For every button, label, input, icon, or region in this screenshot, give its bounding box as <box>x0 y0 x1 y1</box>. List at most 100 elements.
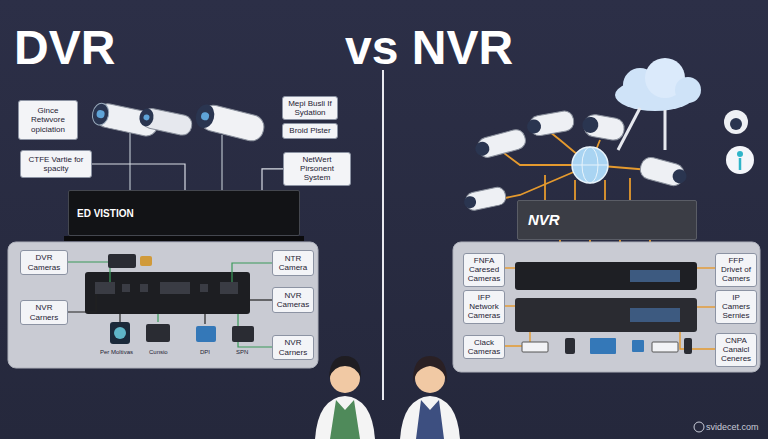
rect-shape <box>652 342 678 352</box>
rect-shape <box>140 256 152 266</box>
callout-box: Mepi Busli If Sydation <box>282 96 338 120</box>
line-shape <box>221 135 223 190</box>
circle-shape <box>730 118 742 130</box>
part-label: SPN <box>236 349 248 355</box>
node-text: NVR Carners <box>276 338 310 356</box>
rect-shape <box>160 282 190 294</box>
g-shape <box>630 270 680 322</box>
circle-shape <box>474 140 491 157</box>
watermark: svidecet.com <box>706 423 759 432</box>
path-shape <box>416 400 444 439</box>
node-text: ED VISTION <box>77 208 134 219</box>
leader-line <box>262 169 283 190</box>
ellipse-shape <box>138 107 155 128</box>
polyline-shape <box>697 267 715 268</box>
nvr-device: NVR <box>517 200 697 240</box>
rect-shape <box>630 308 680 322</box>
rect-shape <box>632 340 644 352</box>
path-shape <box>330 400 360 439</box>
line-shape <box>204 314 205 324</box>
circle-shape <box>675 77 701 103</box>
rect-shape <box>232 326 254 342</box>
rect-shape <box>220 282 238 294</box>
circle-shape <box>143 114 150 121</box>
node-text: NetWert Pirsonent System <box>287 155 347 183</box>
ellipse-shape <box>90 102 110 127</box>
camera-label: NVR Carners <box>20 300 68 325</box>
polyline-shape <box>505 267 515 268</box>
path-shape <box>329 356 361 378</box>
rect-shape <box>565 338 575 354</box>
circle-shape <box>726 146 754 174</box>
circle-shape <box>200 111 210 121</box>
camera-label: FNFA Caresed Cameras <box>463 253 505 287</box>
dvr-device: ED VISTION <box>68 190 300 236</box>
circle-shape <box>572 147 608 183</box>
person-figures <box>315 356 460 439</box>
line-shape <box>574 180 576 200</box>
rect-shape <box>684 338 692 354</box>
node-text: IP Camers Sernies <box>719 293 753 321</box>
camera-label: DVR Cameras <box>20 250 68 275</box>
line-shape <box>119 314 120 322</box>
g-shape <box>138 106 194 137</box>
node-text: Gince Retwvore opiciation <box>22 106 74 134</box>
g-shape <box>193 101 266 143</box>
node-text: NVR Cameras <box>276 291 310 309</box>
g-shape <box>462 186 507 212</box>
rect-shape <box>122 284 130 292</box>
path-shape <box>400 396 460 439</box>
g-shape <box>638 155 689 188</box>
circle-shape <box>526 118 542 134</box>
line-shape <box>664 110 667 150</box>
camera-label: IFP Network Cameras <box>463 290 505 324</box>
node-text: NVR <box>528 212 560 229</box>
leader-line <box>92 164 185 190</box>
line-shape <box>129 130 131 190</box>
callout-box: Broid Plster <box>282 123 338 139</box>
path-shape <box>413 356 447 384</box>
path-shape <box>315 396 375 439</box>
rect-shape <box>8 242 318 368</box>
line-shape <box>382 70 384 400</box>
node-text: CTFE Vartie for spacity <box>24 155 88 173</box>
line-shape <box>739 158 742 170</box>
circle-shape <box>114 327 126 339</box>
dvr-cameras <box>90 101 266 190</box>
callout-box: NetWert Pirsonent System <box>283 152 351 186</box>
polyline-shape <box>68 262 110 282</box>
line-shape <box>157 314 158 322</box>
rect-shape <box>95 282 115 294</box>
circle-shape <box>463 195 477 209</box>
node-text: Clack Cameras <box>467 338 501 356</box>
part-label: DPI <box>200 349 210 355</box>
circle-shape <box>581 116 600 135</box>
g-shape <box>108 254 254 344</box>
part-label: Cunsio <box>149 349 168 355</box>
rect-shape <box>110 322 130 344</box>
camera-label: NVR Carners <box>272 335 314 360</box>
line-shape <box>604 180 606 200</box>
g-shape <box>95 282 238 294</box>
node-text: NTR Camera <box>276 254 310 272</box>
g-shape <box>505 268 715 349</box>
g-shape <box>581 113 626 142</box>
node-text: IFP Network Cameras <box>467 293 501 321</box>
node-text: Mepi Busli If Sydation <box>286 99 334 117</box>
line-shape <box>629 178 631 200</box>
camera-label: FFP Drivet of Camers <box>715 253 757 287</box>
camera-label: CNPA Canaicl Ceneres <box>715 333 757 367</box>
g-shape <box>90 101 160 138</box>
circle-shape <box>96 109 105 118</box>
rect-shape <box>140 284 148 292</box>
rect-shape <box>590 338 616 354</box>
rect-shape <box>196 326 216 342</box>
heading: DVR <box>14 24 115 72</box>
polyline-shape <box>232 263 272 282</box>
rect-shape <box>146 324 170 342</box>
rect-shape <box>522 342 548 352</box>
g-shape <box>473 128 527 161</box>
rect-shape <box>108 254 136 268</box>
callout-box: CTFE Vartie for spacity <box>20 150 92 178</box>
circle-shape <box>671 168 688 185</box>
